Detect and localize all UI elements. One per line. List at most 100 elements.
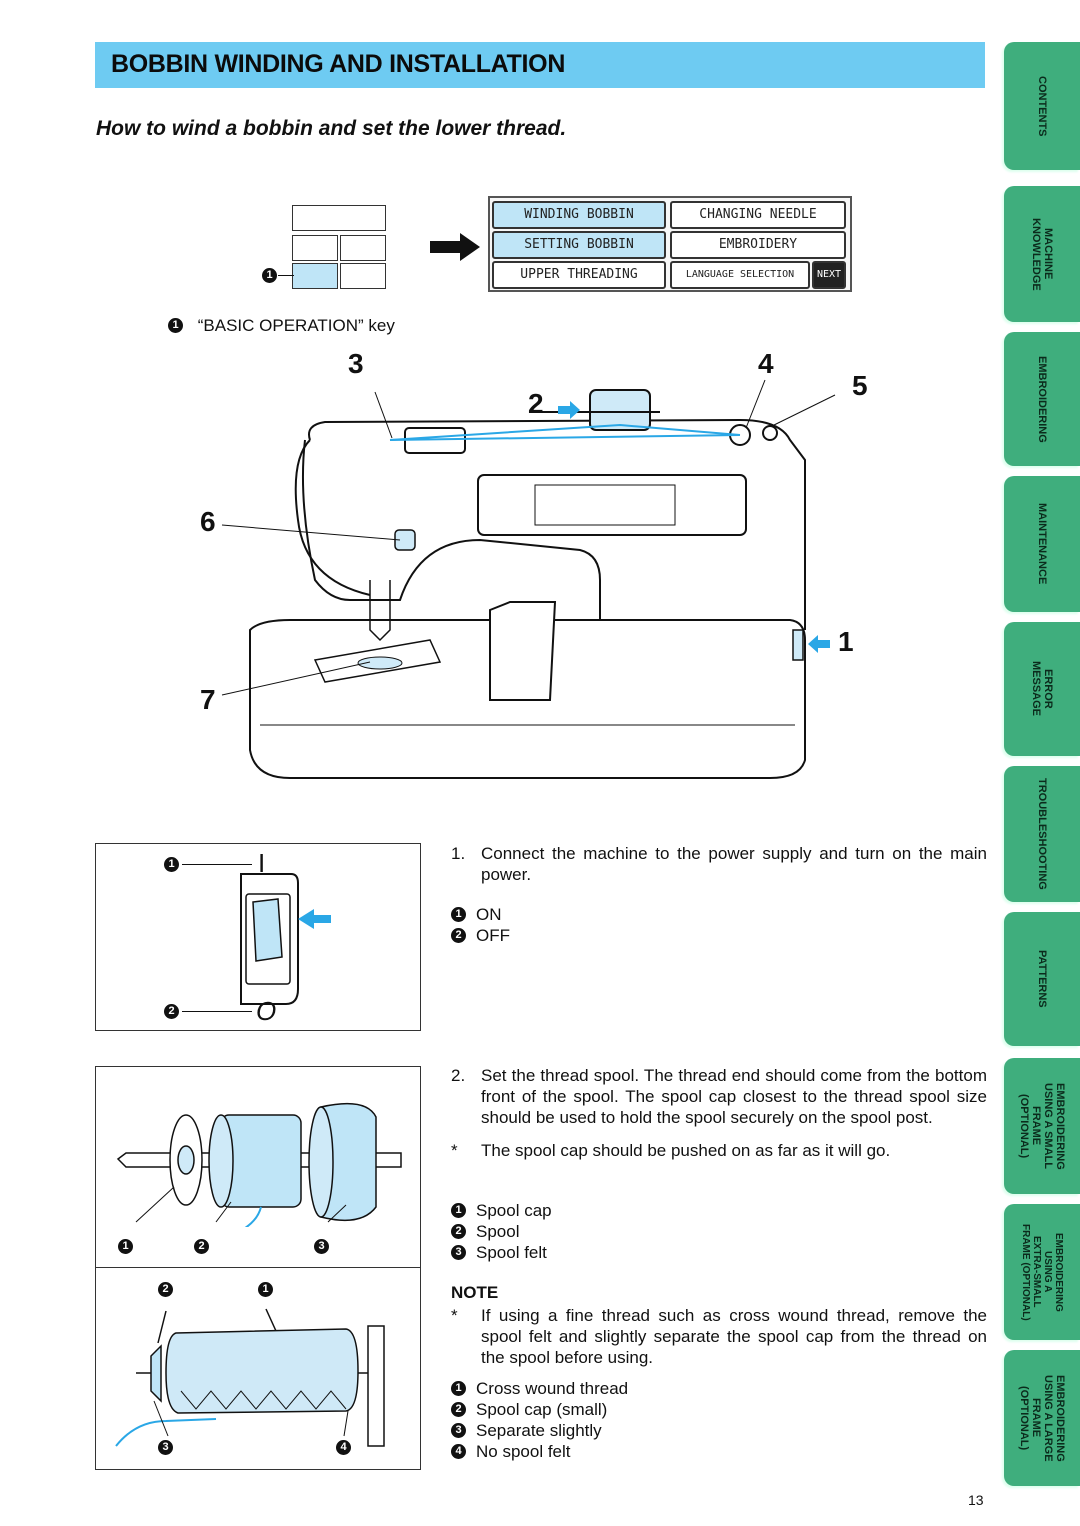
callout-number: 1: [451, 1381, 466, 1397]
callout-1: 1: [838, 626, 854, 657]
cross-wound-illustration: [115, 1308, 385, 1447]
sewing-machine-illustration: [221, 379, 836, 779]
callout-number: 2: [194, 1239, 209, 1254]
leader-line: [182, 1011, 252, 1012]
step-2: 2. Set the thread spool. The thread end …: [451, 1065, 987, 1161]
tab-label: EMBROIDERING USING A EXTRA-SMALL FRAME (…: [1020, 1223, 1064, 1321]
leader-line: [182, 864, 252, 865]
tab-large-frame[interactable]: EMBROIDERING USING A LARGE FRAME (OPTION…: [1004, 1350, 1080, 1486]
spool-figure: 1 2 3: [95, 1066, 421, 1268]
asterisk: *: [451, 1141, 458, 1160]
tab-label: PATTERNS: [1036, 950, 1048, 1008]
legend-spool-cap: Spool cap: [476, 1201, 552, 1220]
callout-number: 1: [258, 1282, 273, 1297]
callout-number: 3: [314, 1239, 329, 1254]
legend-on: ON: [476, 905, 502, 924]
tab-extra-small-frame[interactable]: EMBROIDERING USING A EXTRA-SMALL FRAME (…: [1004, 1204, 1080, 1340]
note-title: NOTE: [451, 1283, 499, 1302]
language-selection-button: LANGUAGE SELECTION: [670, 261, 810, 289]
callout-number: 3: [451, 1245, 466, 1261]
legend-no-felt: No spool felt: [476, 1442, 571, 1461]
callout-6: 6: [200, 506, 216, 537]
legend-cross-wound: Cross wound thread: [476, 1379, 629, 1398]
callout-number: 1: [168, 318, 183, 334]
tab-troubleshooting[interactable]: TROUBLESHOOTING: [1004, 766, 1080, 902]
tab-label: EMBROIDERING USING A SMALL FRAME (OPTION…: [1018, 1082, 1066, 1170]
title-banner: BOBBIN WINDING AND INSTALLATION: [95, 42, 985, 88]
step-text: Connect the machine to the power supply …: [481, 844, 987, 884]
callout-number: 1: [451, 1203, 466, 1219]
tab-machine-knowledge[interactable]: MACHINE KNOWLEDGE: [1004, 186, 1080, 322]
callout-number: 1: [262, 268, 277, 283]
step-number: 2.: [451, 1066, 466, 1085]
step-2-legend: 1 Spool cap 2 Spool 3 Spool felt: [451, 1200, 552, 1263]
panel-key: [292, 235, 338, 261]
callout-number: 2: [451, 1224, 466, 1240]
winding-bobbin-button: WINDING BOBBIN: [492, 201, 666, 229]
step-footnote: The spool cap should be pushed on as far…: [481, 1141, 891, 1160]
changing-needle-button: CHANGING NEEDLE: [670, 201, 846, 229]
note-legend: 1 Cross wound thread 2 Spool cap (small) 3…: [451, 1378, 628, 1462]
legend-spool-cap-small: Spool cap (small): [476, 1400, 608, 1419]
tab-contents[interactable]: CONTENTS: [1004, 42, 1080, 170]
panel-key-top: [292, 205, 386, 231]
callout-number: 1: [451, 907, 466, 923]
step-1-legend: 1 ON 2 OFF: [451, 904, 510, 946]
lcd-screen: WINDING BOBBIN CHANGING NEEDLE SETTING B…: [488, 196, 852, 292]
cross-wound-figure: 2 1 3 4: [95, 1266, 421, 1470]
tab-small-frame[interactable]: EMBROIDERING USING A SMALL FRAME (OPTION…: [1004, 1058, 1080, 1194]
page-title: BOBBIN WINDING AND INSTALLATION: [111, 50, 566, 78]
asterisk: *: [451, 1306, 458, 1325]
power-switch-figure: 1 I 2 O: [95, 843, 421, 1031]
tab-patterns[interactable]: PATTERNS: [1004, 912, 1080, 1046]
tab-label: ERROR MESSAGE: [1030, 661, 1054, 717]
tab-label: MAINTENANCE: [1036, 503, 1048, 585]
callout-number: 2: [164, 1004, 179, 1019]
tab-label: MACHINE KNOWLEDGE: [1030, 217, 1054, 291]
section-subtitle: How to wind a bobbin and set the lower t…: [96, 117, 567, 140]
tab-maintenance[interactable]: MAINTENANCE: [1004, 476, 1080, 612]
tab-embroidering[interactable]: EMBROIDERING: [1004, 332, 1080, 466]
legend-spool-felt: Spool felt: [476, 1243, 547, 1262]
next-button: NEXT: [812, 261, 846, 289]
page-number: 13: [968, 1492, 984, 1508]
note-text-block: * If using a fine thread such as cross w…: [451, 1305, 987, 1368]
tab-label: EMBROIDERING USING A LARGE FRAME (OPTION…: [1018, 1374, 1066, 1462]
callout-2: 2: [528, 388, 544, 419]
spool-illustration: [116, 1102, 402, 1227]
tab-label: CONTENTS: [1036, 75, 1048, 137]
step-text: Set the thread spool. The thread end sho…: [481, 1066, 987, 1127]
panel-key: [340, 235, 386, 261]
tab-error-message[interactable]: ERROR MESSAGE: [1004, 622, 1080, 756]
callout-number: 1: [118, 1239, 133, 1254]
key-caption-text: “BASIC OPERATION” key: [197, 316, 395, 335]
callout-7: 7: [200, 684, 216, 715]
note-text: If using a fine thread such as cross wou…: [481, 1306, 987, 1367]
legend-separate: Separate slightly: [476, 1421, 602, 1440]
callout-5: 5: [852, 370, 868, 401]
rocker-switch-illustration: [240, 873, 331, 1005]
callout-3: 3: [348, 348, 364, 379]
callout-number: 2: [451, 1402, 466, 1418]
key-caption: 1 “BASIC OPERATION” key: [168, 315, 395, 336]
upper-threading-button: UPPER THREADING: [492, 261, 666, 289]
tab-label: TROUBLESHOOTING: [1036, 778, 1048, 890]
step-1: 1. Connect the machine to the power supp…: [451, 843, 987, 885]
tab-label: EMBROIDERING: [1036, 355, 1048, 443]
arrow-right-icon: [430, 233, 480, 261]
callout-number: 2: [158, 1282, 173, 1297]
basic-operation-key: [292, 263, 338, 289]
legend-spool: Spool: [476, 1222, 520, 1241]
callout-4: 4: [758, 348, 774, 379]
legend-off: OFF: [476, 926, 510, 945]
panel-key: [340, 263, 386, 289]
callout-number: 3: [451, 1423, 466, 1439]
setting-bobbin-button: SETTING BOBBIN: [492, 231, 666, 259]
leader-line: [278, 275, 294, 276]
callout-number: 2: [451, 928, 466, 944]
on-mark: I: [258, 848, 266, 878]
step-number: 1.: [451, 844, 466, 863]
callout-number: 1: [164, 857, 179, 872]
callout-number: 3: [158, 1440, 173, 1455]
callout-number: 4: [336, 1440, 351, 1455]
